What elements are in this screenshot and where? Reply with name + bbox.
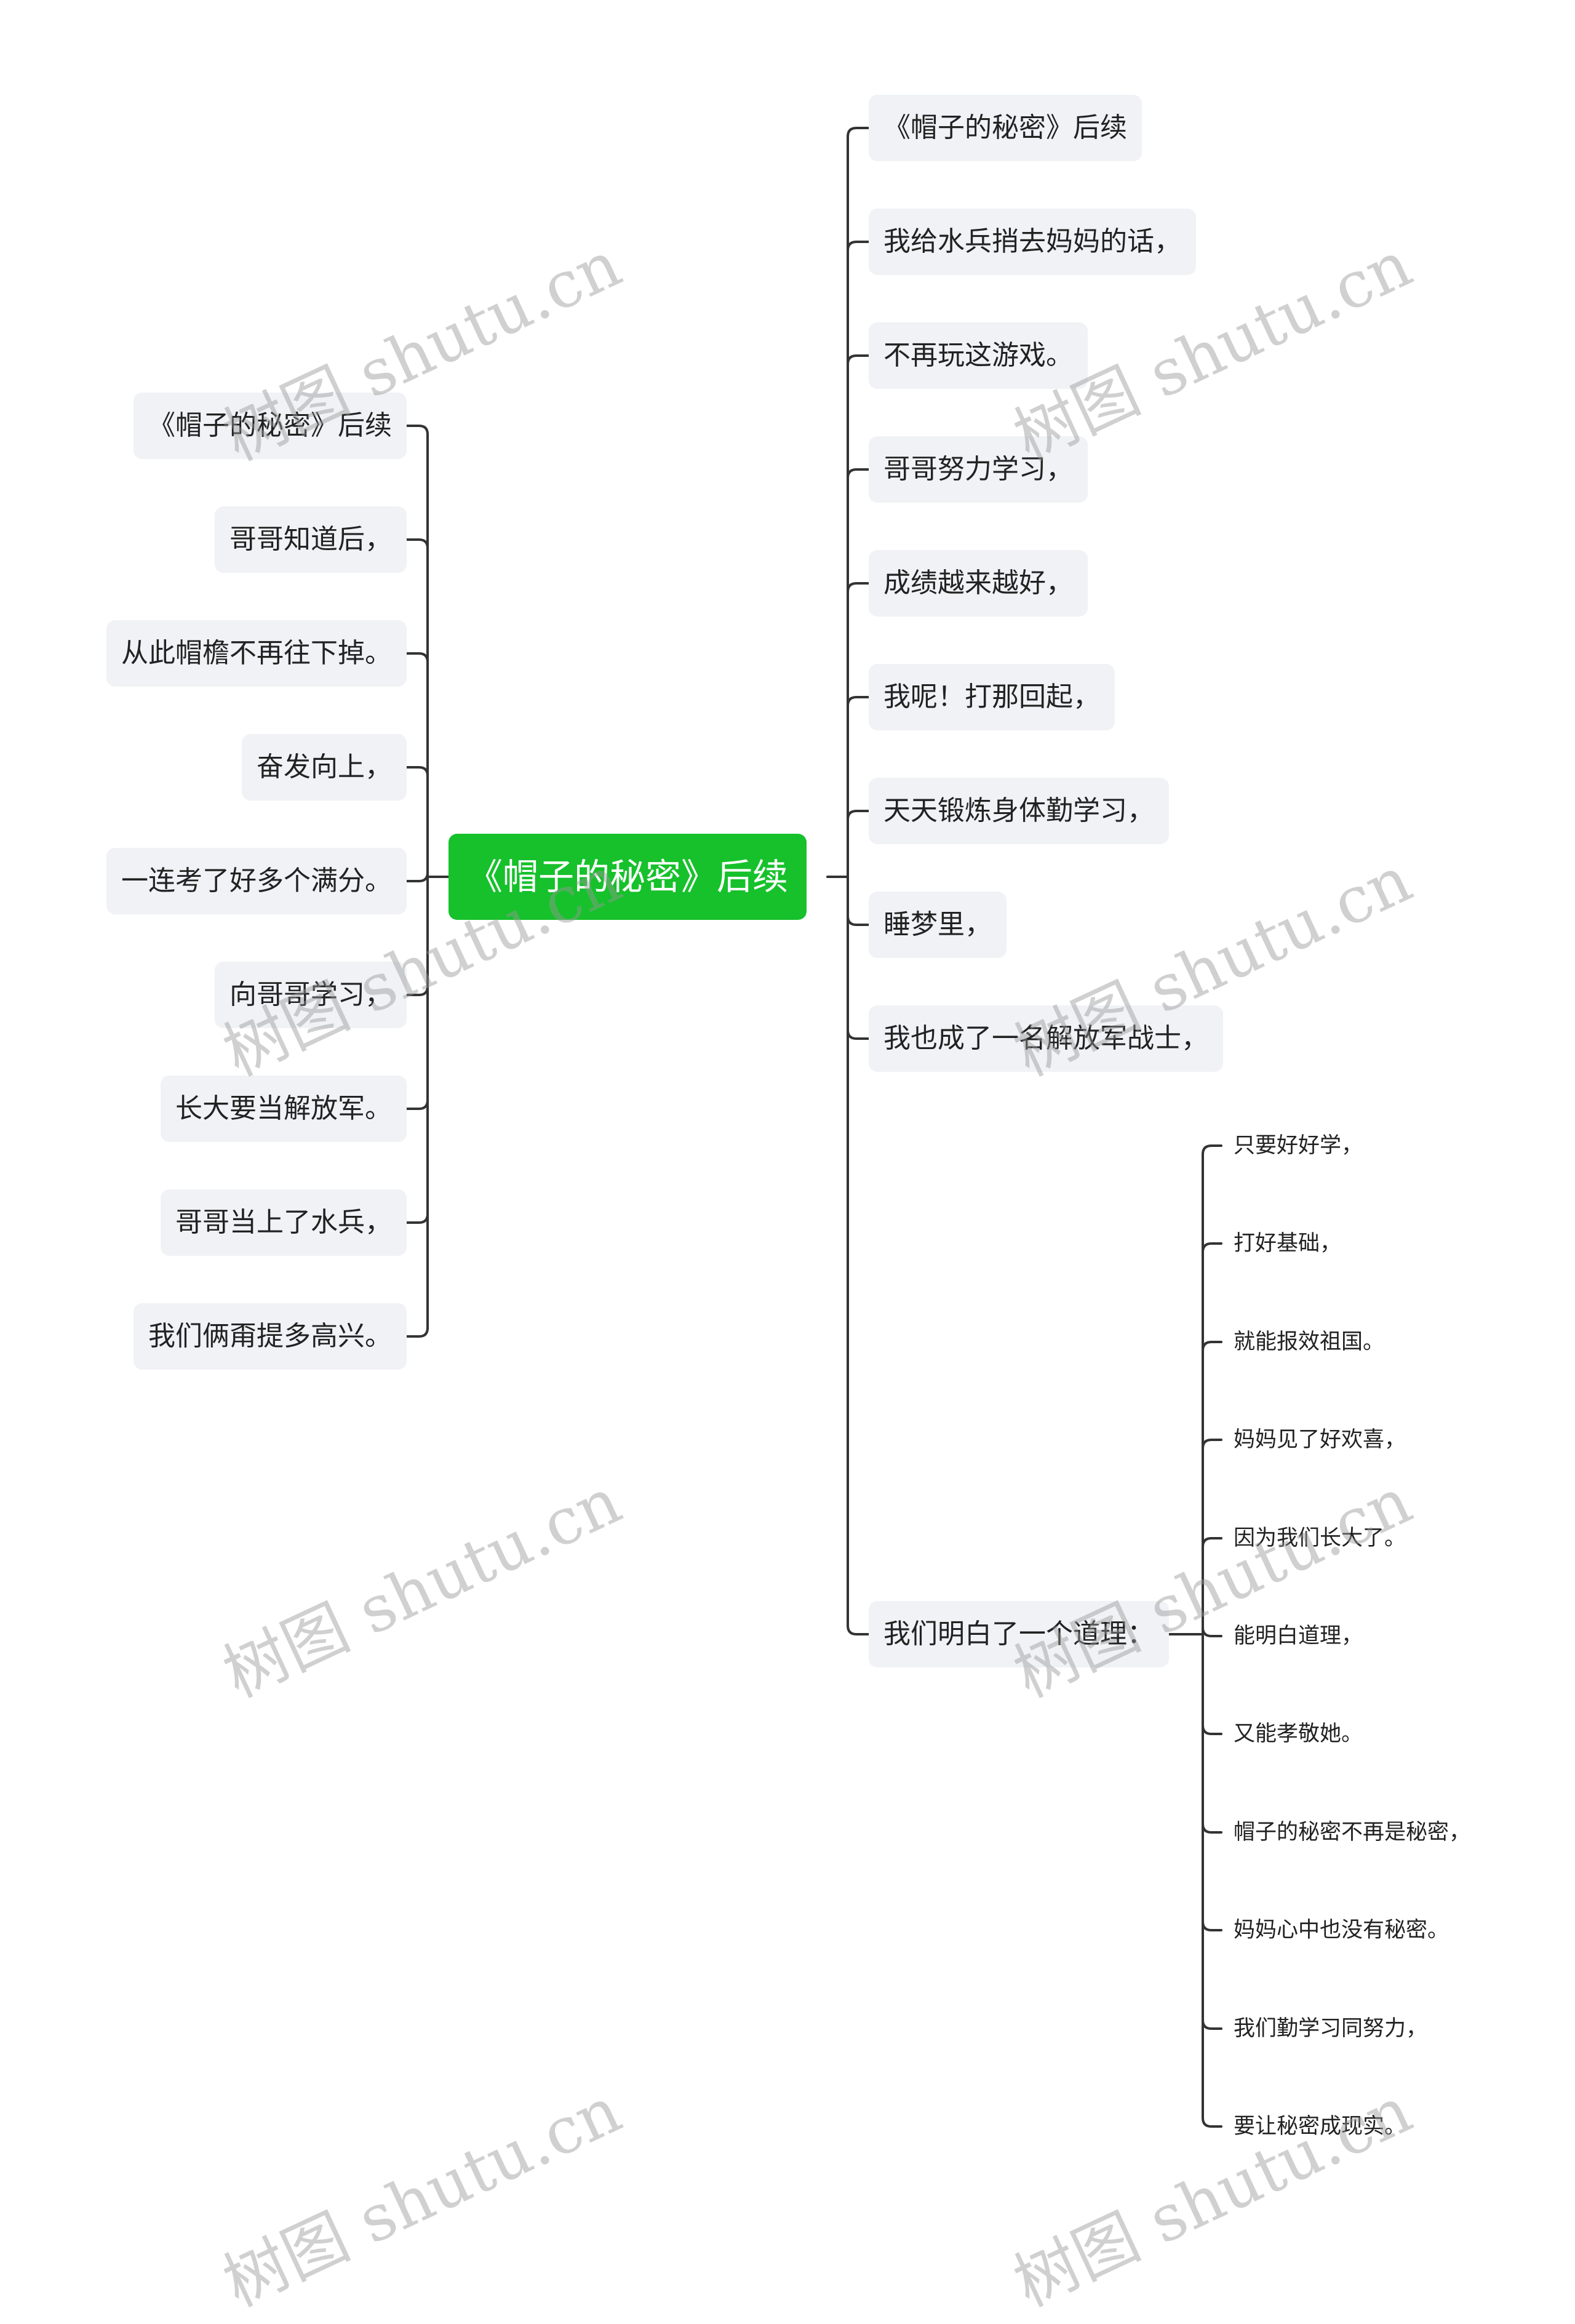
sub-node[interactable]: 要让秘密成现实。 (1234, 2114, 1406, 2139)
right-node[interactable]: 哥哥努力学习， (869, 436, 1088, 503)
sub-branch-line (1202, 2117, 1222, 2128)
sub-node[interactable]: 就能报效祖国。 (1234, 1330, 1385, 1354)
right-branch-line (847, 127, 870, 138)
right-node[interactable]: 我呢！打那回起， (869, 664, 1115, 730)
left-node[interactable]: 哥哥当上了水兵， (161, 1189, 407, 1256)
right-node[interactable]: 睡梦里， (869, 892, 1007, 958)
left-branch-line (405, 538, 429, 549)
right-branch-line (847, 582, 870, 593)
sub-branch-line (1202, 1724, 1222, 1735)
left-node[interactable]: 我们俩甭提多高兴。 (134, 1303, 407, 1370)
right-branch-line (847, 696, 870, 707)
right-node[interactable]: 《帽子的秘密》后续 (869, 95, 1142, 161)
sub-node[interactable]: 又能孝敬她。 (1234, 1722, 1363, 1746)
right-branch-line (847, 1624, 870, 1635)
right-branch-line (847, 1029, 870, 1040)
right-branch-line (847, 354, 870, 365)
sub-branch-line (1202, 1626, 1222, 1637)
sub-branch-line (1202, 1242, 1222, 1253)
left-branch-line (405, 1099, 429, 1110)
left-node[interactable]: 哥哥知道后， (215, 506, 407, 573)
sub-node[interactable]: 帽子的秘密不再是秘密， (1234, 1820, 1471, 1845)
sub-branch-line (1202, 1341, 1222, 1352)
left-branch-line (405, 871, 429, 882)
center-topic[interactable]: 《帽子的秘密》后续 (449, 834, 807, 920)
sub-node[interactable]: 我们勤学习同努力， (1234, 2016, 1428, 2041)
left-branch-line (405, 1213, 429, 1224)
right-branch-line (847, 241, 870, 252)
right-node[interactable]: 我们明白了一个道理： (869, 1601, 1169, 1667)
left-node[interactable]: 长大要当解放军。 (161, 1076, 407, 1142)
right-branch-line (847, 468, 870, 479)
left-branch-line (405, 985, 429, 996)
sub-node[interactable]: 妈妈见了好欢喜， (1234, 1428, 1406, 1452)
right-branch-line (847, 915, 870, 926)
sub-node[interactable]: 打好基础， (1234, 1231, 1342, 1256)
left-node[interactable]: 从此帽檐不再往下掉。 (106, 620, 407, 687)
left-branch-line (405, 1327, 429, 1338)
right-node[interactable]: 我给水兵捎去妈妈的话， (869, 209, 1196, 275)
left-node[interactable]: 《帽子的秘密》后续 (134, 393, 407, 459)
sub-branch-line (1202, 1439, 1222, 1450)
sub-branch-line (1202, 1823, 1222, 1834)
right-branch-line (847, 810, 870, 821)
sub-branch-line (1202, 1144, 1222, 1156)
left-node[interactable]: 奋发向上， (242, 734, 407, 801)
left-branch-line (405, 425, 429, 436)
sub-node[interactable]: 能明白道理， (1234, 1624, 1363, 1648)
sub-branch-line (1202, 2019, 1222, 2030)
right-node[interactable]: 天天锻炼身体勤学习， (869, 778, 1169, 844)
right-node[interactable]: 成绩越来越好， (869, 550, 1088, 617)
left-node[interactable]: 向哥哥学习， (215, 962, 407, 1028)
left-node[interactable]: 一连考了好多个满分。 (106, 848, 407, 914)
mindmap-connectors (405, 127, 1222, 2128)
sub-branch-line (1202, 1920, 1222, 1931)
sub-node[interactable]: 因为我们长大了。 (1234, 1526, 1406, 1551)
right-node[interactable]: 不再玩这游戏。 (869, 322, 1088, 389)
left-branch-line (405, 766, 429, 777)
sub-node[interactable]: 只要好好学， (1234, 1133, 1363, 1158)
sub-branch-line (1202, 1537, 1222, 1548)
left-branch-line (405, 652, 429, 663)
right-node[interactable]: 我也成了一名解放军战士， (869, 1005, 1223, 1072)
sub-node[interactable]: 妈妈心中也没有秘密。 (1234, 1918, 1449, 1943)
